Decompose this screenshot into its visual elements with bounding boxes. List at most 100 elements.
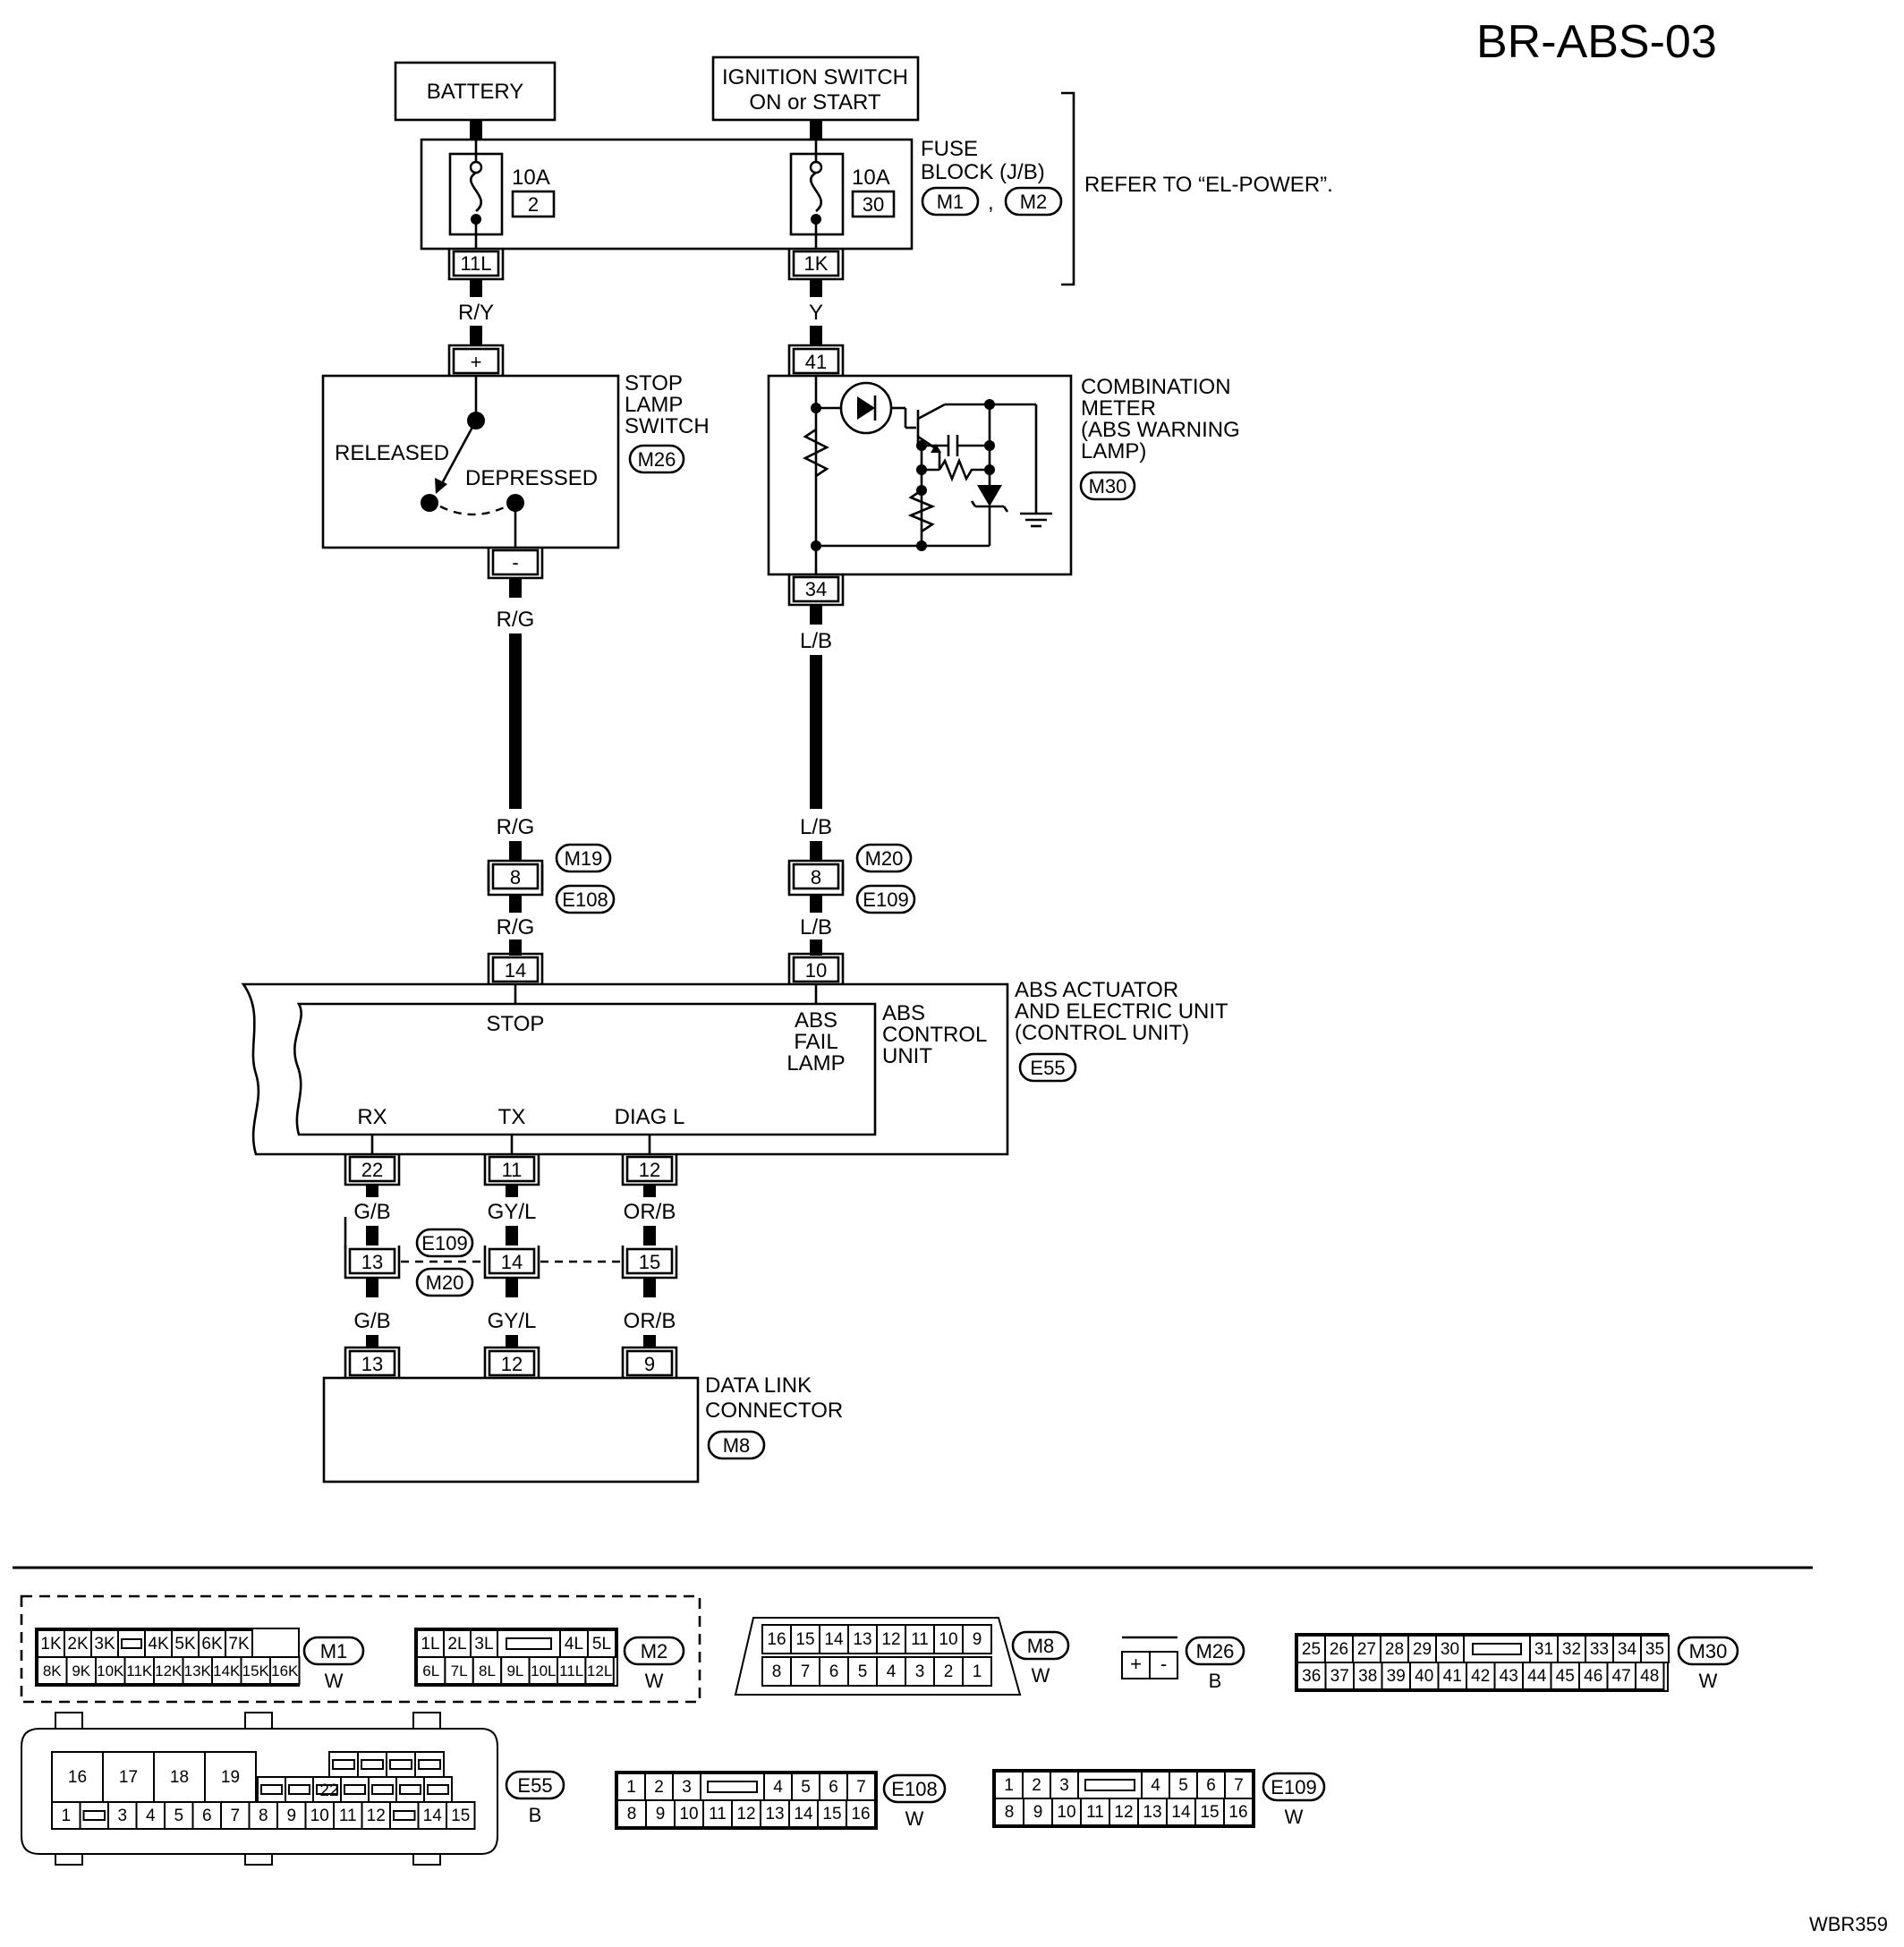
meter-resistor-1 — [803, 428, 829, 478]
m8-row2-cell — [905, 1656, 935, 1687]
terminal-plus: + — [447, 344, 505, 376]
lock-tab-icon — [707, 1781, 758, 1793]
joint-connector-m19-e108: 8 — [487, 859, 544, 897]
joint-connector-e108-label: E108 — [562, 888, 608, 911]
m8-row1-pin: 9 — [973, 1630, 982, 1649]
e55-top-cell — [51, 1751, 104, 1803]
m30-row1-pin: 32 — [1562, 1640, 1581, 1659]
e108-row2-cell — [817, 1799, 847, 1828]
svg-text:+: + — [471, 351, 482, 373]
m2-row1-cell — [416, 1629, 445, 1658]
e109-row2-cell — [1109, 1798, 1139, 1826]
joint-connector-e108-tag — [555, 884, 616, 914]
lock-tab-icon — [260, 1784, 283, 1795]
e109-row2-cell — [1223, 1798, 1254, 1826]
m30-row2-pin: 40 — [1415, 1667, 1433, 1686]
m2-tag — [623, 1636, 685, 1666]
m26-cell — [1149, 1651, 1178, 1679]
e109-row2-pin: 16 — [1228, 1803, 1247, 1822]
m2-row2-pin: 9L — [506, 1662, 523, 1679]
m8-row1-pin: 13 — [853, 1630, 871, 1649]
e55-bottom-cell — [164, 1801, 194, 1830]
e109-row2-pin: 13 — [1143, 1803, 1161, 1822]
m8-row2-cell — [847, 1656, 878, 1687]
stop-lamp-switch-label-3: SWITCH — [625, 414, 710, 438]
m30-label: M30 — [1689, 1640, 1728, 1662]
abs-pin-10: 10 — [787, 952, 845, 984]
m2-row2-cell — [584, 1656, 615, 1685]
e55-bottom-pin: 3 — [117, 1807, 127, 1825]
lock-tab-icon — [393, 1810, 416, 1821]
m1-row1-pin: 7K — [228, 1635, 250, 1654]
m30-row2-pin: 48 — [1640, 1667, 1659, 1686]
switch-released-label: RELEASED — [335, 441, 449, 465]
e108-row2-pin: 16 — [851, 1805, 870, 1824]
e109-row1-pin: 5 — [1178, 1776, 1188, 1795]
svg-text:-: - — [512, 551, 518, 574]
wire-color-gyl-top: GY/L — [488, 1200, 537, 1224]
svg-text:8: 8 — [811, 866, 821, 888]
data-link-connector — [322, 1376, 700, 1484]
power-bracket — [1061, 91, 1075, 286]
m8-row1-pin: 11 — [911, 1630, 929, 1649]
lock-tab-icon — [506, 1637, 552, 1650]
wire-color-rg-mid: R/G — [497, 815, 535, 839]
m2-color: W — [645, 1670, 664, 1692]
m2-row2-cell — [528, 1656, 558, 1685]
e109-row1-pin: 2 — [1032, 1776, 1041, 1795]
terminal-34: 34 — [787, 574, 845, 607]
m2-row2-pin: 6L — [422, 1662, 439, 1679]
wire-color-rg-top: R/G — [497, 608, 535, 632]
svg-text:15: 15 — [639, 1251, 660, 1273]
m30-row2-cell — [1437, 1662, 1467, 1690]
e108-row1-pin: 6 — [829, 1778, 838, 1797]
fuse-block-connector-separator: , — [988, 191, 994, 215]
lock-tab-icon — [371, 1784, 394, 1795]
m30-color: W — [1699, 1670, 1718, 1692]
battery-wire-stub — [470, 120, 482, 140]
m30-tag — [1677, 1636, 1739, 1666]
e108-row2-pin: 15 — [822, 1805, 841, 1824]
m1-row1-pin: 5K — [174, 1635, 196, 1654]
wire-color-y: Y — [809, 301, 823, 325]
abs-pin-22: 22 — [344, 1154, 401, 1186]
svg-text:9: 9 — [644, 1353, 655, 1375]
fuse-block-connector-m1: M1 — [937, 191, 965, 213]
terminal-41: 41 — [787, 344, 845, 376]
fuse-block-label-line1: FUSE — [921, 137, 978, 161]
e55-top-pin: 17 — [119, 1768, 138, 1787]
e109-row2-pin: 10 — [1057, 1803, 1075, 1822]
m30-row1-cell — [1640, 1635, 1670, 1663]
m8-row1-pin: 10 — [939, 1630, 957, 1649]
e109-row2-cell — [1194, 1798, 1225, 1826]
m1-row1-pin: 4K — [148, 1635, 169, 1654]
e108-row2-cell — [760, 1799, 790, 1828]
e108-row1-pin: 5 — [801, 1778, 811, 1797]
abs-stop-terminal-label: STOP — [487, 1012, 545, 1036]
dlc-pin-13: 13 — [344, 1346, 401, 1378]
e109-row1-cell — [1022, 1771, 1051, 1799]
abs-pin-11: 11 — [483, 1154, 540, 1186]
stop-lamp-switch-connector: M26 — [638, 448, 676, 471]
fuse-right-icon — [809, 171, 823, 213]
m30-row2-cell — [1550, 1662, 1580, 1690]
e108-row2-pin: 14 — [794, 1805, 813, 1824]
wire-color-gyl-bottom: GY/L — [488, 1309, 537, 1333]
e109-row1-pin: 7 — [1234, 1776, 1244, 1795]
svg-text:1K: 1K — [804, 252, 829, 275]
m1-row1-pin: 2K — [67, 1635, 89, 1654]
wire-color-lb-top: L/B — [800, 629, 832, 653]
fuse-left-number: 2 — [528, 193, 539, 216]
e108-color: W — [905, 1807, 924, 1830]
m2-row2-cell — [472, 1656, 503, 1685]
e109-row2-cell — [1137, 1798, 1168, 1826]
m26-pin: + — [1130, 1653, 1142, 1675]
abs-control-unit — [293, 1002, 877, 1136]
abs-actuator-connector-tag — [1018, 1052, 1077, 1083]
m26-label: M26 — [1196, 1640, 1235, 1662]
fuse-block-connector-m2: M2 — [1020, 191, 1048, 213]
